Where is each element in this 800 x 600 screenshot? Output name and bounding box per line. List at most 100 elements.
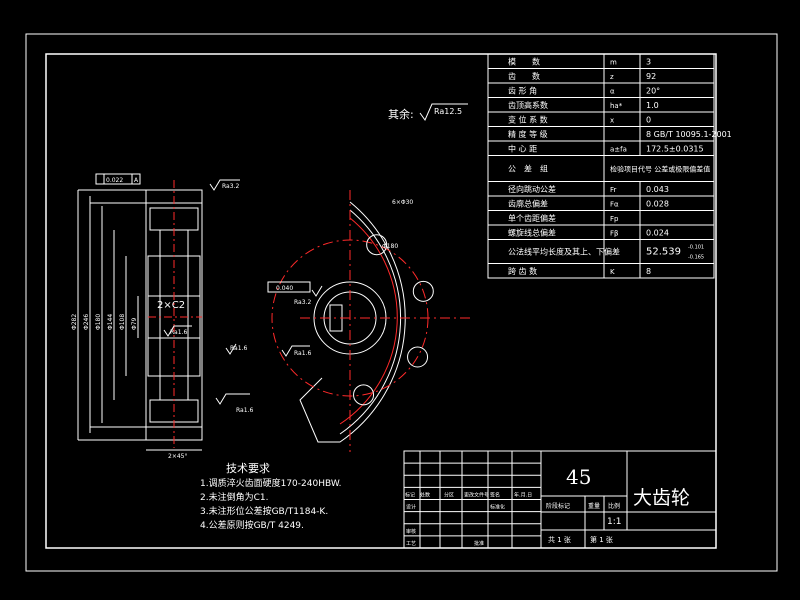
tb-label: 标准化 [490,504,505,511]
chamfer-label: 2×C2 [157,300,185,311]
diameter-label: Φ180 [95,314,102,330]
title-block: 标记处数分区更改文件号签名年.月.日设计标准化审核工艺批准 45 大齿轮 阶段标… [403,450,717,549]
param-value: 52.539 [646,247,681,258]
tech-item: 1.调质淬火齿面硬度170-240HBW. [200,477,342,489]
param-symbol: α [610,87,615,95]
param-symbol: K [610,268,615,276]
technical-requirements: 技术要求 1.调质淬火齿面硬度170-240HBW. 2.未注倒角为C1. 3.未注… [200,462,342,531]
tech-title: 技术要求 [226,462,270,475]
outer-border [25,33,778,572]
keyway-ra: Ra3.2 [294,299,311,306]
pitch-note: Φ180 [382,243,398,250]
roughness-note: 其余: Ra12.5 [388,103,468,122]
param-name: 齿顶高系数 [508,100,548,110]
bottom-dim: 2×45° [168,453,187,460]
param-symbol: Fα [610,200,619,208]
ra-mark-3: Ra1.6 [236,407,253,414]
runout-frame [95,173,141,185]
roughness-prefix: 其余: [388,107,414,121]
param-value: 1.0 [646,101,659,110]
param-symbol: a±fa [610,145,627,153]
tech-item: 4.公差原则按GB/T 4249. [200,519,304,531]
ra-mark-4: Ra1.6 [230,345,247,352]
sheet-number: 第 1 张 [590,535,613,544]
gear-outer-profile [299,201,406,443]
param-name: 变 位 系 数 [508,114,548,124]
param-lower: -0.165 [688,255,704,261]
param-value: 0.028 [646,199,669,208]
hole-note: 6×Φ30 [392,199,413,206]
tb-row-label: 标记 [405,492,415,499]
part-name: 大齿轮 [633,487,690,509]
inner-border [45,53,717,549]
param-value: 8 GB/T 10095.1-2001 [646,130,732,139]
scale: 1:1 [607,517,621,527]
material: 45 [566,465,591,489]
param-value: 92 [646,72,656,81]
tech-item: 3.未注形位公差按GB/T1184-K. [200,505,328,517]
param-symbol: Fr [610,186,617,194]
param-value: 0 [646,115,651,124]
lightening-hole [412,280,434,302]
front-ra: Ra1.6 [294,350,311,357]
param-name: 跨 齿 数 [508,266,537,276]
param-name: 单个齿距偏差 [508,213,556,223]
param-symbol: m [610,58,617,66]
param-value: 20° [646,86,660,95]
param-name: 齿 数 [508,71,540,81]
datum-letter: A [134,177,139,184]
roughness-symbol [419,103,468,122]
param-name: 中 心 距 [508,143,537,153]
sheet-total: 共 1 张 [548,535,571,544]
param-name: 公法线平均长度及其上、下偏差 [508,247,620,257]
param-upper: -0.101 [688,245,704,251]
param-name: 径向跳动公差 [508,184,556,194]
lightening-hole [353,384,375,406]
tb-row-label: 分区 [444,492,454,499]
param-value: 0.024 [646,228,669,237]
diameter-label: Φ246 [83,314,90,330]
param-name: 模 数 [508,56,540,66]
param-symbol: Fβ [610,229,619,237]
runout-value: 0.022 [106,177,123,184]
front-runout-frame [267,281,311,293]
tb-label: 审核 [406,528,416,535]
param-value: 3 [646,57,651,66]
param-value: 8 [646,267,651,276]
section-roughness-marks: Ra3.2 Ra1.6 Ra1.6 Ra1.6 [163,179,253,414]
lightening-hole [407,346,429,368]
diameter-label: Φ108 [119,314,126,330]
tech-item: 2.未注倒角为C1. [200,491,268,503]
weight-label: 重量 [588,502,600,510]
front-runout-value: 0.040 [276,285,293,292]
addendum-arc [339,217,398,425]
tb-row-label: 年.月.日 [514,492,532,499]
front-ra-symbol [281,345,310,357]
tech-items: 1.调质淬火齿面硬度170-240HBW. 2.未注倒角为C1. 3.未注形位公差按… [200,477,342,531]
tb-label: 批准 [474,540,484,547]
param-name: 齿 形 角 [508,85,537,95]
stage-label: 阶段标记 [546,502,570,510]
param-value: 172.5±0.0315 [646,144,704,153]
scale-label: 比例 [608,502,620,510]
param-symbol: z [610,73,614,81]
param-name: 螺旋线总偏差 [508,227,556,237]
gear-pitch-arc [339,209,402,435]
tb-row-label: 更改文件号 [464,492,489,499]
tb-row-label: 处数 [420,492,430,499]
param-symbol: x [610,116,614,124]
keyway-ra-symbol [311,285,323,297]
title-block-grid: 标记处数分区更改文件号签名年.月.日设计标准化审核工艺批准 [404,451,541,548]
ra-mark-1: Ra3.2 [222,183,239,190]
param-name: 精 度 等 级 [508,129,548,139]
diameter-label: Φ79 [131,317,138,330]
param-name: 公 差 组 [508,164,548,174]
gear-front-view: 0.040 6×Φ30 Φ180 Ra1.6 Ra3.2 [267,190,470,452]
tb-label: 设计 [406,504,416,511]
lightening-hole [366,234,388,256]
param-name: 齿廓总偏差 [508,198,548,208]
tb-row-label: 签名 [490,492,500,499]
